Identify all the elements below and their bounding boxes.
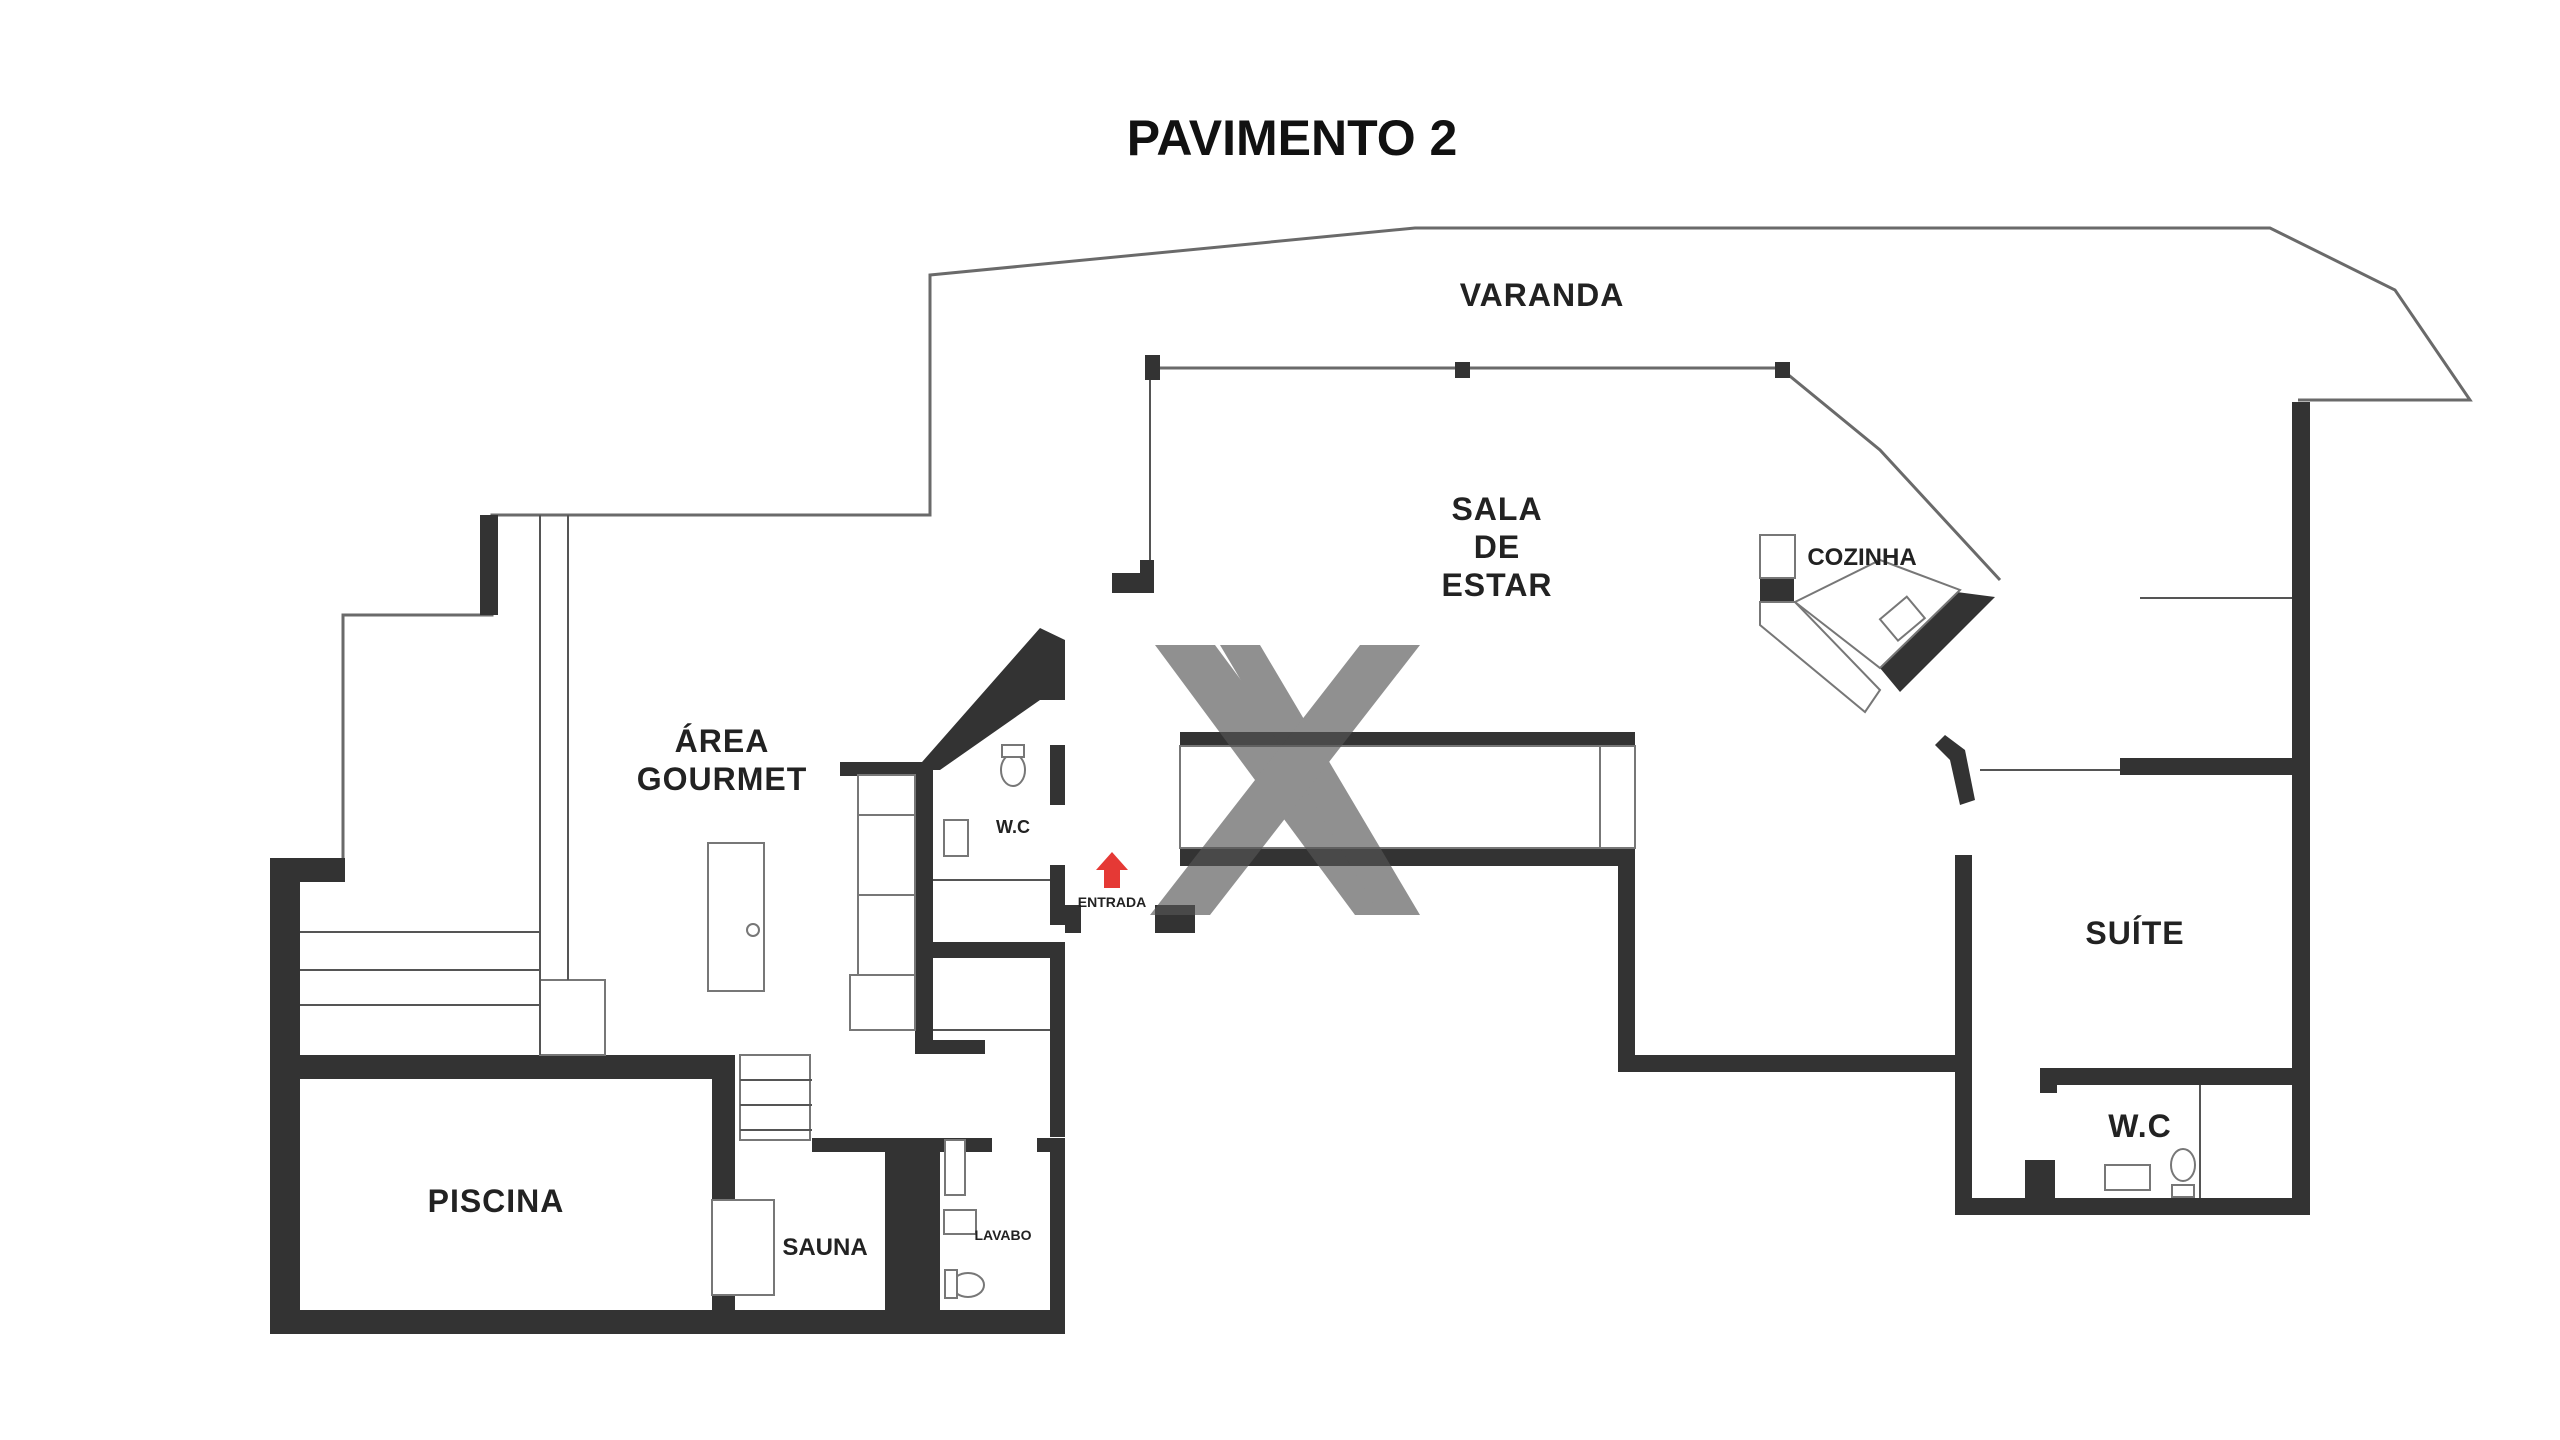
label-gourmet-2: GOURMET — [637, 761, 808, 797]
label-entrada: ENTRADA — [1078, 894, 1146, 910]
plan-title: PAVIMENTO 2 — [1127, 110, 1458, 166]
arrow-up-icon — [1096, 852, 1128, 888]
label-cozinha: COZINHA — [1807, 544, 1916, 571]
gourmet-island — [707, 842, 765, 992]
label-lavabo: LAVABO — [974, 1227, 1031, 1243]
label-varanda: VARANDA — [1460, 277, 1625, 313]
label-suite: SUÍTE — [2085, 915, 2184, 951]
varanda-railing — [341, 226, 2473, 858]
label-gourmet-1: ÁREA — [675, 723, 770, 759]
label-piscina: PISCINA — [428, 1183, 565, 1219]
label-sala-2: DE — [1474, 529, 1520, 565]
interior-lines — [300, 515, 2292, 1299]
label-wc-gourmet: W.C — [996, 817, 1030, 837]
label-sala-3: ESTAR — [1441, 567, 1552, 603]
label-wc-suite: W.C — [2108, 1108, 2171, 1144]
x-logo-icon — [1150, 645, 1420, 915]
label-sala-1: SALA — [1451, 491, 1542, 527]
label-sauna: SAUNA — [782, 1234, 867, 1261]
